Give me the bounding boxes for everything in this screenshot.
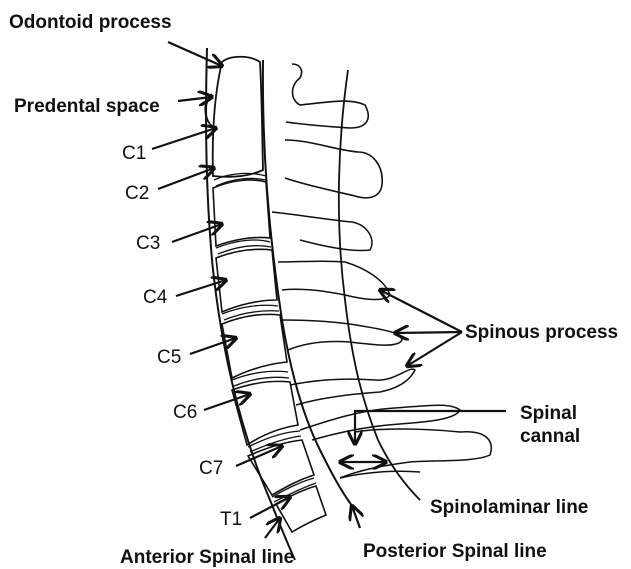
odontoid-arrow <box>168 42 222 66</box>
anterior-spinal-line-label: Anterior Spinal line <box>120 547 294 569</box>
spinal-canal-label-line1: Spinal <box>520 403 577 425</box>
posterior-spinal-line-label: Posterior Spinal line <box>363 541 547 563</box>
c5-label: C5 <box>157 347 181 369</box>
posterior-arrow <box>352 506 360 528</box>
spinous-arrow-3 <box>407 332 462 366</box>
anterior-arrow <box>265 518 280 538</box>
c1-label: C1 <box>122 143 146 165</box>
c4-arrow <box>176 280 226 296</box>
c4-label: C4 <box>143 287 167 309</box>
odontoid-process-label: Odontoid process <box>9 12 172 34</box>
posterior-elements <box>272 212 491 478</box>
spinous-arrow-2 <box>395 332 462 333</box>
c3-arrow <box>172 224 222 242</box>
c5-arrow <box>190 338 236 354</box>
spinolaminar-line-curve <box>339 70 420 500</box>
c6-label: C6 <box>173 402 197 424</box>
c2-arrow <box>158 168 214 189</box>
t1-label: T1 <box>220 509 242 531</box>
spinal-canal-label-line2: cannal <box>520 426 580 448</box>
c1-posterior-arch <box>286 64 368 128</box>
c2-spinous <box>285 140 382 198</box>
spinous-arrow-1 <box>380 290 462 332</box>
odontoid-body <box>213 57 263 177</box>
c7-label: C7 <box>199 458 223 480</box>
c6-arrow <box>204 394 250 410</box>
c3-label: C3 <box>136 233 160 255</box>
c7-arrow <box>236 446 282 466</box>
c2-label: C2 <box>125 183 149 205</box>
predental-space-label: Predental space <box>14 96 160 118</box>
spinolaminar-line-label: Spinolaminar line <box>430 497 588 519</box>
spinous-process-label: Spinous process <box>465 322 618 344</box>
anterior-spinal-line <box>206 48 295 560</box>
